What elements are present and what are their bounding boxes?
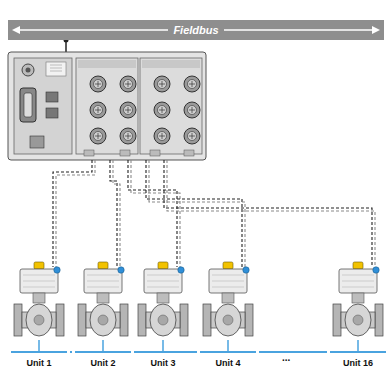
- valve-unit: Unit 1: [8, 256, 70, 370]
- valve-unit: Unit 3: [132, 256, 194, 370]
- pipe-segment: [134, 351, 194, 353]
- io-module: [8, 52, 206, 160]
- ball-valve-drawing: [72, 256, 134, 370]
- ball-valve-drawing: [327, 256, 389, 370]
- pipe-segment: [194, 351, 197, 353]
- unit-label: Unit 3: [132, 358, 194, 368]
- ball-valve-drawing: [8, 256, 70, 370]
- ellipsis-label: ...: [282, 352, 290, 363]
- bus-name: Fieldbus: [168, 23, 223, 37]
- valve-unit: Unit 16: [327, 256, 389, 370]
- unit-label: Unit 1: [8, 358, 70, 368]
- valve-unit: Unit 2: [72, 256, 134, 370]
- m12-ports: [90, 76, 200, 144]
- unit-label: Unit 2: [72, 358, 134, 368]
- fieldbus-band: Fieldbus: [8, 20, 384, 40]
- pipe-segment: [259, 351, 327, 353]
- pipe-segment: [70, 351, 72, 353]
- ball-valve-drawing: [132, 256, 194, 370]
- unit-label: Unit 16: [327, 358, 389, 368]
- unit-label: Unit 4: [197, 358, 259, 368]
- valve-unit: Unit 4: [197, 256, 259, 370]
- ball-valve-drawing: [197, 256, 259, 370]
- signal-wires: [53, 160, 375, 267]
